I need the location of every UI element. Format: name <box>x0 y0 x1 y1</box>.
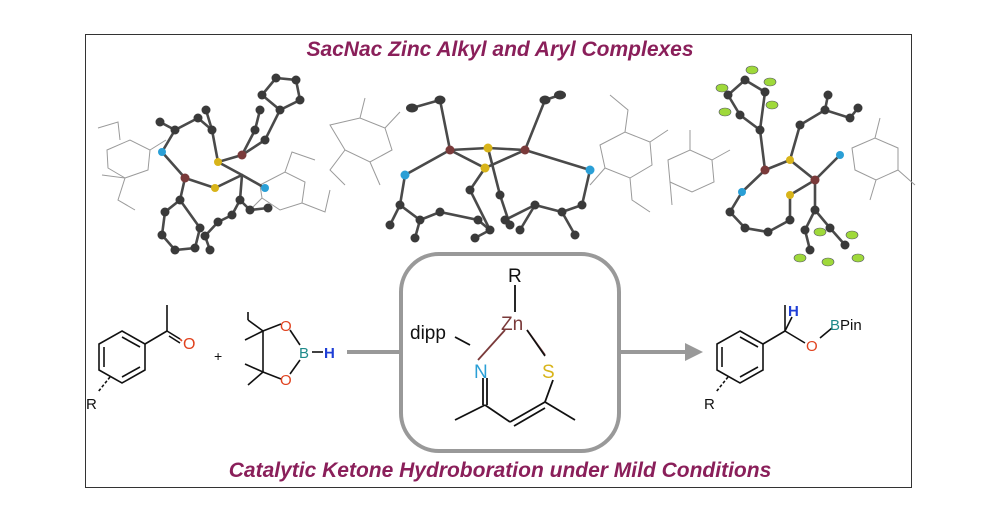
nitrogen-atom <box>585 165 595 175</box>
crystal-structure-left <box>97 73 331 255</box>
product-benzene-ring <box>716 330 764 384</box>
pinb-hydrogen: H <box>324 345 335 362</box>
pinb-oxygen-bottom: O <box>280 372 292 389</box>
zinc-atom <box>520 145 530 155</box>
reactant-ketone <box>97 305 183 393</box>
bottom-title: Catalytic Ketone Hydroboration under Mil… <box>228 459 772 482</box>
bonds-left <box>159 76 302 252</box>
zinc-atom <box>237 150 247 160</box>
product-r-label: R <box>704 396 715 413</box>
ketone-r-label: R <box>86 396 97 413</box>
nitrogen-atom <box>261 184 269 192</box>
sulfur-atom <box>786 191 794 199</box>
wireframe-dipp-middle <box>329 94 669 213</box>
reaction-arrow-head <box>685 343 703 361</box>
nitrogen-atom <box>738 188 746 196</box>
wireframe-dipp-right <box>667 117 916 206</box>
pinacolborane <box>244 312 323 386</box>
crystal-structure-middle <box>329 90 669 243</box>
product-oxygen: O <box>806 338 818 355</box>
product-hydrogen: H <box>788 303 799 320</box>
catalyst-dipp-label: dipp <box>410 323 446 344</box>
nitrogen-atom <box>836 151 844 159</box>
benzene-ring <box>98 330 146 384</box>
sulfur-atom <box>214 158 222 166</box>
atoms-left <box>155 73 305 255</box>
zinc-atom <box>810 175 820 185</box>
product-borate <box>715 305 833 393</box>
catalyst-sulfur-label: S <box>542 362 555 383</box>
sulfur-atom <box>480 163 490 173</box>
zinc-atom <box>445 145 455 155</box>
zn-s-bond <box>526 329 546 357</box>
sulfur-atom <box>786 156 794 164</box>
nitrogen-atom <box>158 148 166 156</box>
plus-sign: + <box>214 348 222 364</box>
product-bpin: BPin <box>830 317 862 334</box>
catalyst-r-label: R <box>508 266 522 287</box>
pinb-boron: B <box>299 345 309 362</box>
nitrogen-atom <box>400 170 410 180</box>
atoms-right <box>715 65 865 267</box>
crystal-structure-right <box>667 65 916 267</box>
sulfur-atom <box>211 184 219 192</box>
catalyst-box <box>399 252 621 453</box>
atoms-middle <box>385 90 595 243</box>
catalyst-zinc-label: Zn <box>501 314 523 335</box>
zinc-atom <box>760 165 770 175</box>
wireframe-dipp-left <box>97 121 331 213</box>
top-title: SacNac Zinc Alkyl and Aryl Complexes <box>306 38 694 61</box>
zinc-atom <box>180 173 190 183</box>
catalyst-nitrogen-label: N <box>474 362 488 383</box>
ketone-oxygen-label: O <box>183 336 195 353</box>
pinb-oxygen-top: O <box>280 318 292 335</box>
sulfur-atom <box>483 143 493 153</box>
